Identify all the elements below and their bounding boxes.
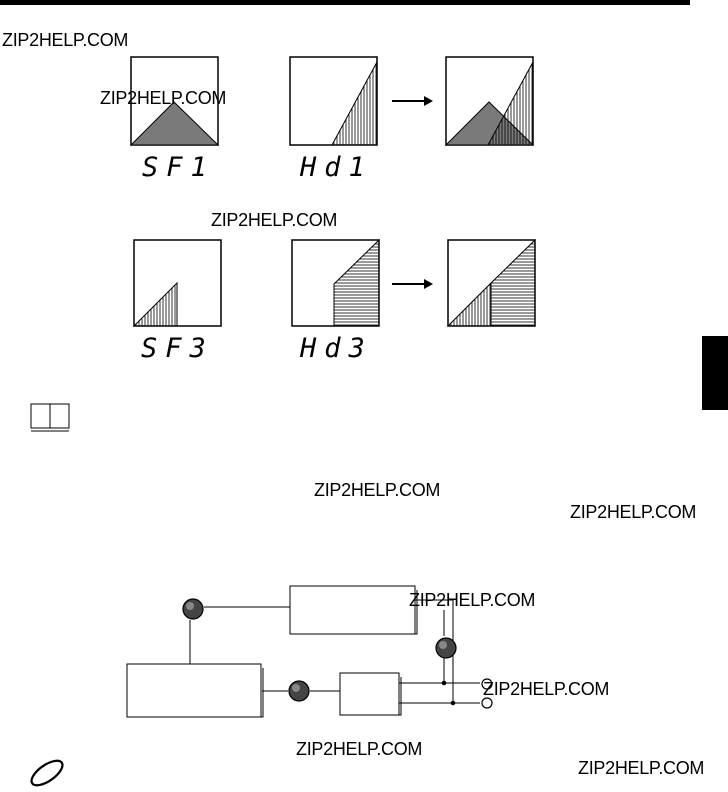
watermark: ZIP2HELP.COM [570, 502, 697, 522]
right-arrow-icon [392, 96, 433, 106]
page-top-rule [0, 0, 690, 5]
svg-text:Hd1: Hd1 [299, 152, 373, 183]
hd3-panel [291, 238, 380, 327]
block-diagram [126, 585, 480, 718]
hd3-code: Hd3 [299, 333, 373, 364]
sf1-code: SF1 [142, 152, 215, 183]
watermark: ZIP2HELP.COM [409, 590, 536, 610]
svg-text:Hd3: Hd3 [299, 333, 373, 364]
svg-text:SF1: SF1 [142, 152, 215, 183]
watermark: ZIP2HELP.COM [100, 88, 227, 108]
knob-2 [435, 637, 457, 659]
output-terminals [481, 678, 493, 709]
watermark: ZIP2HELP.COM [483, 679, 610, 699]
pencil-note-icon [30, 759, 64, 787]
knob-1 [182, 598, 204, 620]
book-icon [30, 403, 70, 432]
svg-text:SF3: SF3 [141, 333, 214, 364]
right-arrow-icon [392, 279, 433, 289]
watermark: ZIP2HELP.COM [296, 739, 423, 759]
hd1-panel [289, 56, 378, 146]
combined-1-panel [444, 56, 535, 146]
watermark: ZIP2HELP.COM [211, 210, 338, 230]
combined-3-panel [446, 238, 536, 327]
sf3-code: SF3 [141, 333, 214, 364]
section-tab [702, 336, 728, 410]
watermark: ZIP2HELP.COM [578, 758, 705, 778]
watermark: ZIP2HELP.COM [314, 480, 441, 500]
sf3-panel [132, 239, 222, 327]
sf1-panel [129, 56, 220, 146]
hd1-code: Hd1 [299, 152, 373, 183]
watermark: ZIP2HELP.COM [2, 30, 129, 50]
knob-3 [288, 680, 310, 702]
